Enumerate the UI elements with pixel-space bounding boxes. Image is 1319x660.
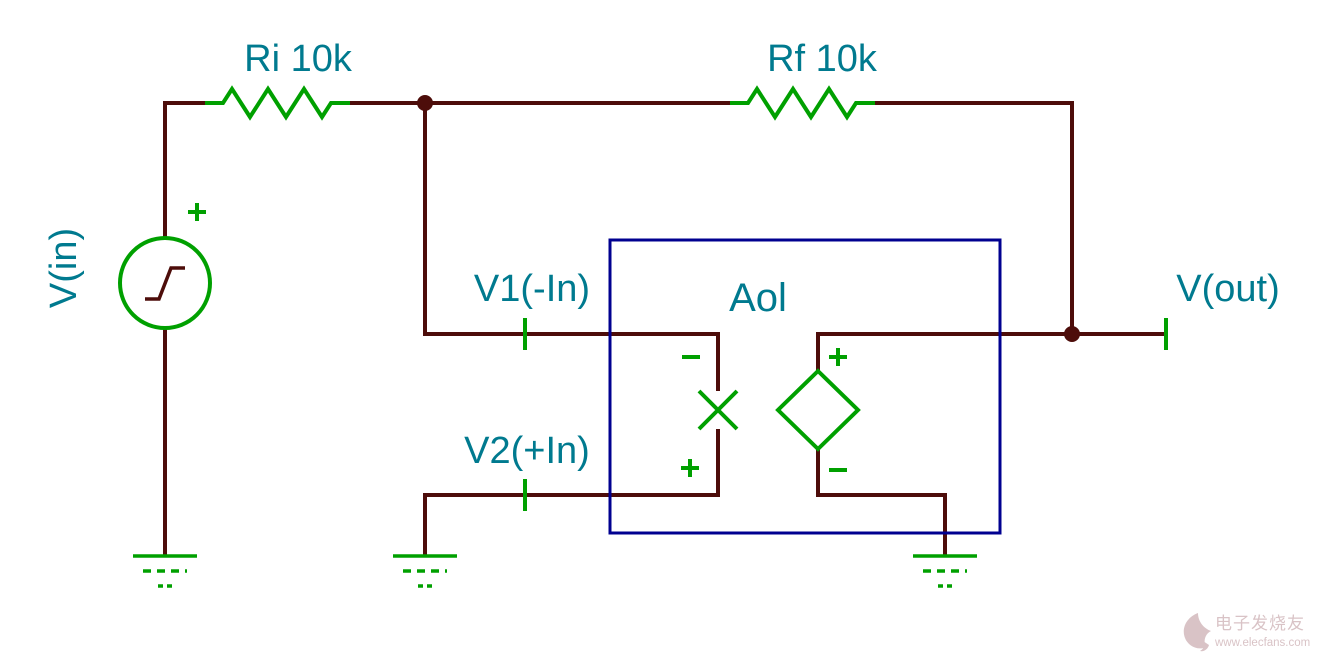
resistor-rf-icon [730, 85, 875, 121]
v2-label: V2(+In) [464, 430, 590, 472]
voltage-source-circle-icon [118, 236, 212, 330]
plus-icon [829, 348, 847, 366]
wire-inverting-input [423, 103, 720, 391]
x-cross-icon [697, 389, 739, 431]
diamond-icon [775, 368, 861, 452]
junction-dot-output [1064, 326, 1080, 342]
v1-label: V1(-In) [474, 268, 590, 310]
watermark-site-name: 电子发烧友 [1215, 614, 1305, 633]
ground-icon [133, 554, 197, 588]
controlled-source [775, 348, 861, 472]
vout-label: V(out) [1176, 268, 1279, 310]
elecfans-logo-icon [1183, 613, 1211, 652]
aol-label: Aol [729, 276, 787, 320]
aol-macro-box [608, 238, 1002, 535]
rf-label: Rf 10k [767, 38, 878, 80]
wire-noninverting-input [423, 429, 720, 556]
plus-icon [188, 203, 206, 221]
ground-icon [393, 554, 457, 588]
ri-label: Ri 10k [244, 38, 353, 80]
vin-label: V(in) [43, 228, 85, 308]
junction-dot-feedback [417, 95, 433, 111]
resistor-ri-icon [205, 85, 350, 121]
wires [163, 95, 1166, 556]
ground-icon [913, 554, 977, 588]
wire-source-to-ri [163, 101, 205, 238]
vin-source [118, 203, 212, 330]
plus-icon [681, 459, 699, 477]
wire-controlled-source-to-vout [816, 332, 1166, 371]
wire-controlled-source-to-ground [816, 449, 947, 556]
step-waveform-icon [145, 266, 185, 301]
watermark: 电子发烧友 www.elecfans.com [1183, 613, 1310, 652]
wire-rf-to-output-node [875, 101, 1074, 334]
opamp-input-stage [681, 355, 739, 477]
watermark-site-url: www.elecfans.com [1214, 637, 1310, 649]
